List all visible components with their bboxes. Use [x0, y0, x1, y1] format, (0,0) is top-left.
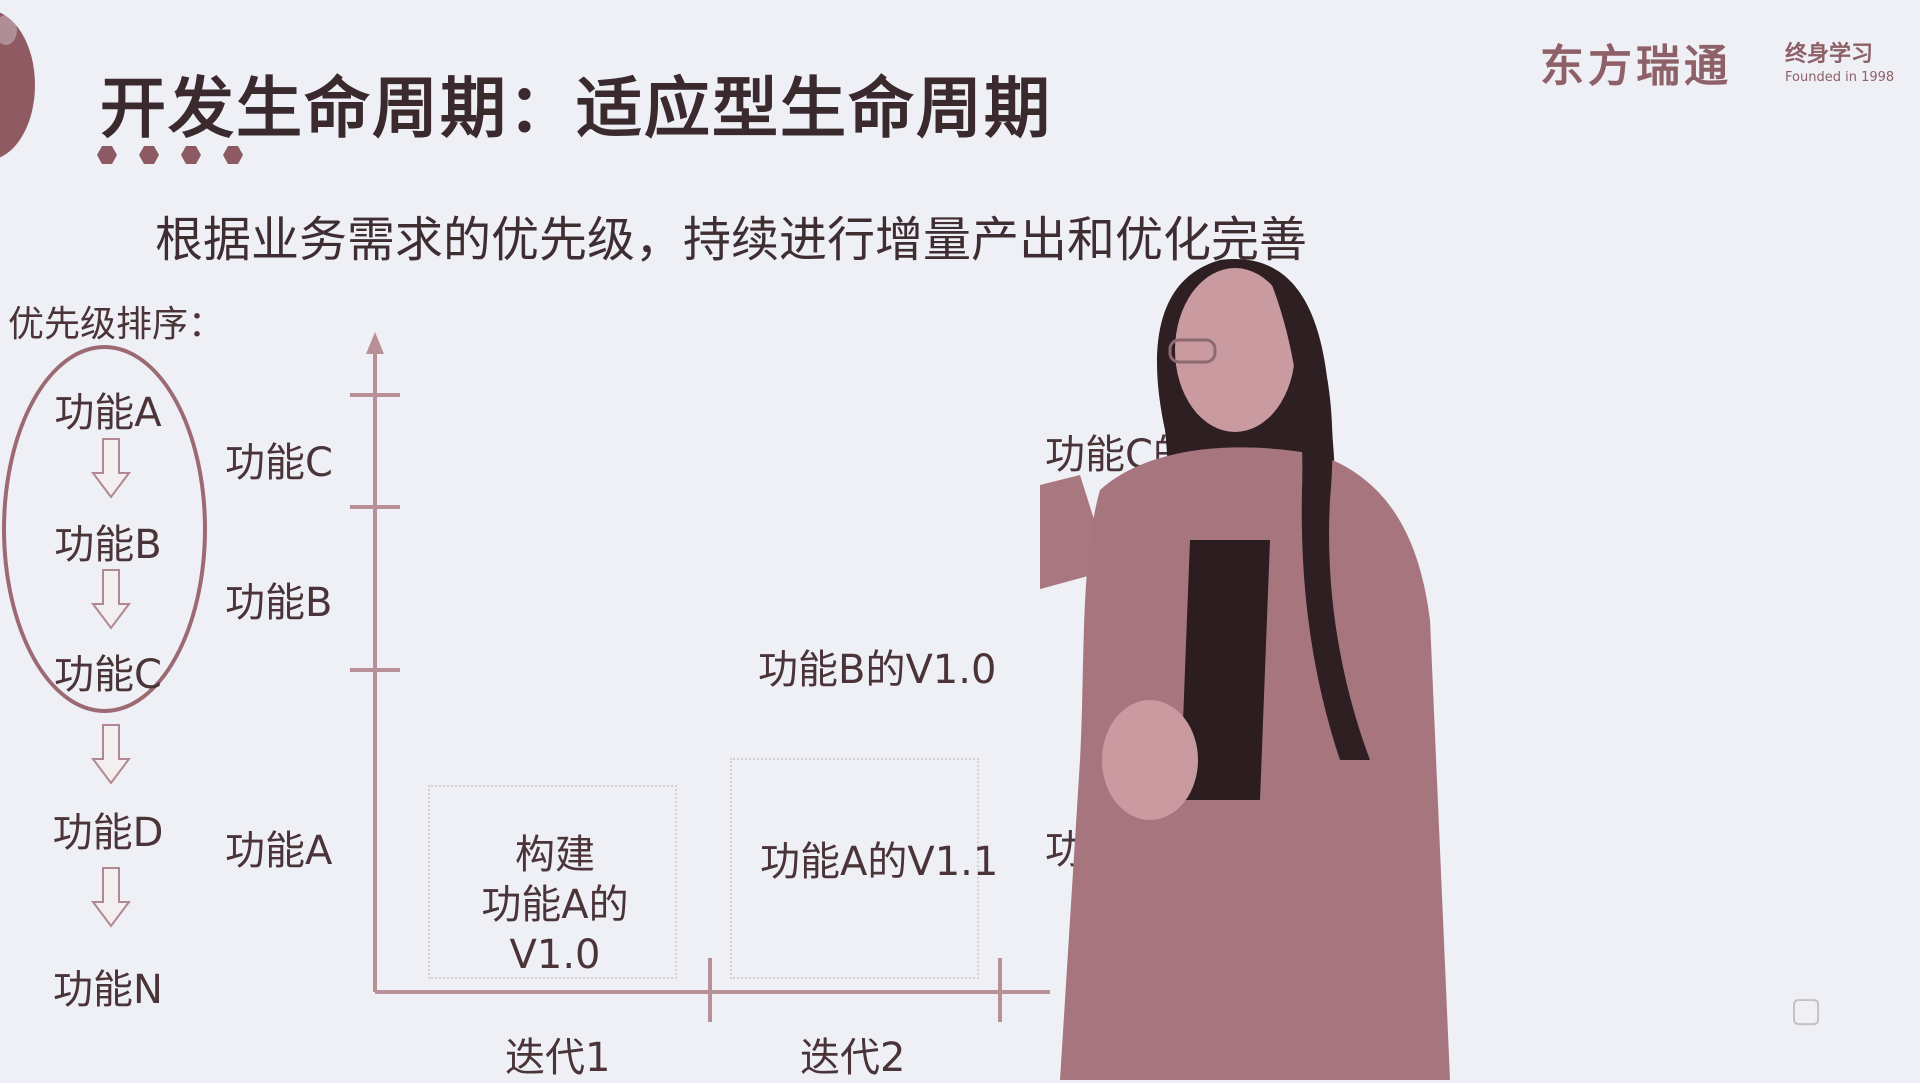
y-axis-label: 功能B [225, 580, 333, 626]
iteration-label: 迭代2 [800, 1035, 906, 1081]
hex-dot [223, 146, 243, 164]
brand-logo: 东方瑞通 终身学习 Founded in 1998 [1540, 30, 1894, 94]
cell-feature-b: 功能B的V1.0 [758, 647, 997, 693]
brand-logo-text: 东方瑞通 [1540, 41, 1732, 92]
tagline-bottom: Founded in 1998 [1785, 70, 1895, 85]
priority-item: 功能C [54, 652, 162, 698]
iteration-label: 迭代1 [505, 1035, 611, 1081]
priority-highlight-ellipse [2, 345, 207, 713]
page-title: 开发生命周期：适应型生命周期 [100, 70, 1052, 147]
hex-dot [139, 146, 159, 164]
y-axis-label: 功能C [225, 440, 333, 486]
priority-item: 功能B [54, 522, 162, 568]
hex-dot [181, 146, 201, 164]
presenter-figure [1040, 259, 1450, 1080]
down-arrow-icon [91, 438, 131, 499]
slide-subtitle: 根据业务需求的优先级，持续进行增量产出和优化完善 [155, 212, 1308, 268]
down-arrow-icon [91, 569, 131, 630]
down-arrow-icon [91, 867, 131, 928]
priority-item: 功能D [52, 810, 164, 856]
cell-line: 构建 [515, 832, 595, 878]
priority-item: 功能N [53, 967, 163, 1013]
cell-feature-a-iter1: 构建 功能A的V1.0 [450, 830, 660, 980]
hex-dot [97, 146, 117, 164]
cell-feature-a-iter2: 功能A的V1.1 [760, 839, 999, 885]
watermark-icon: ▢ [1790, 990, 1823, 1030]
title-hex-dots [97, 145, 243, 165]
tagline-top: 终身学习 [1785, 42, 1874, 67]
priority-label: 优先级排序： [8, 304, 225, 345]
cell-box [428, 785, 677, 979]
brand-logo-tagline: 终身学习 Founded in 1998 [1785, 36, 1905, 85]
y-axis-label: 功能A [225, 828, 333, 874]
cell-box [730, 758, 979, 979]
cell-line: 功能A的V1.0 [481, 882, 629, 978]
down-arrow-icon [91, 724, 131, 785]
priority-item: 功能A [54, 390, 162, 436]
